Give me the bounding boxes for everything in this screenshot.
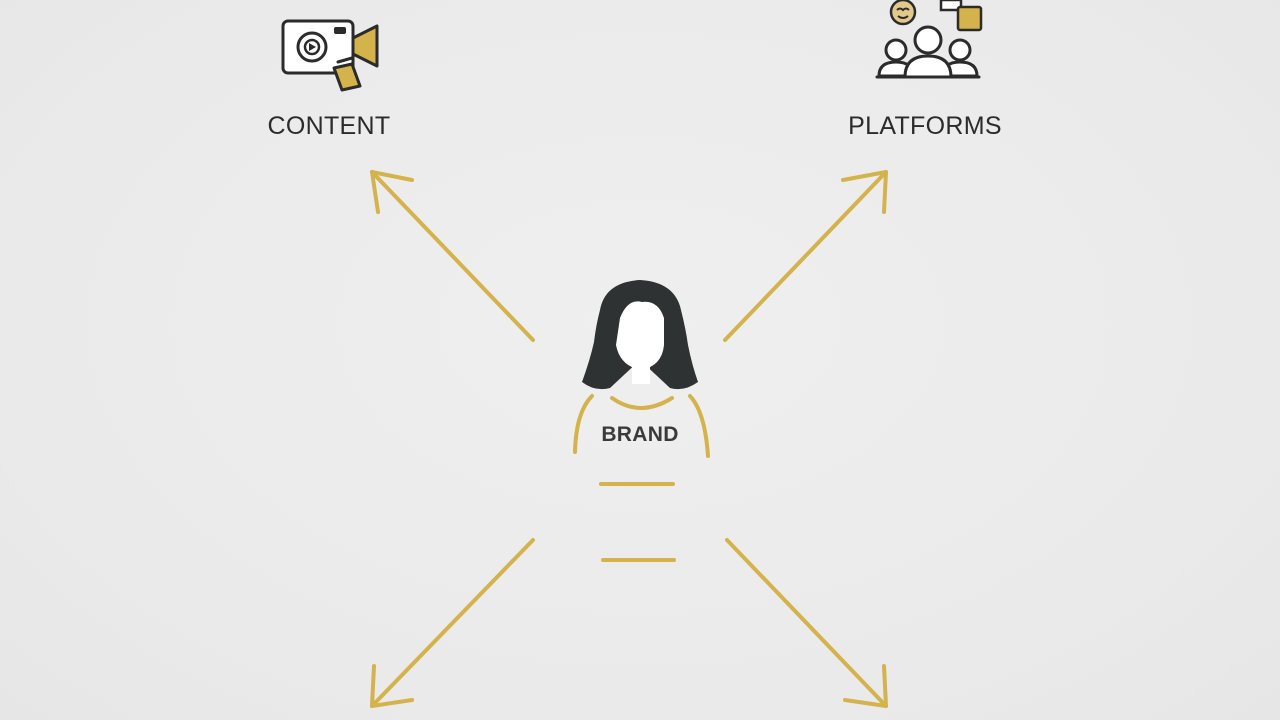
brand-label: BRAND bbox=[601, 423, 679, 446]
platforms-label: PLATFORMS bbox=[848, 112, 1002, 140]
arrow-to-platforms bbox=[723, 170, 888, 342]
video-camera-icon bbox=[281, 19, 379, 92]
content-label: CONTENT bbox=[267, 112, 391, 140]
arrow-down-left bbox=[370, 538, 535, 708]
arrow-down-right bbox=[725, 538, 888, 708]
woman-avatar-icon bbox=[573, 280, 710, 562]
audience-group-icon bbox=[875, 0, 983, 79]
arrow-to-content bbox=[370, 170, 535, 342]
